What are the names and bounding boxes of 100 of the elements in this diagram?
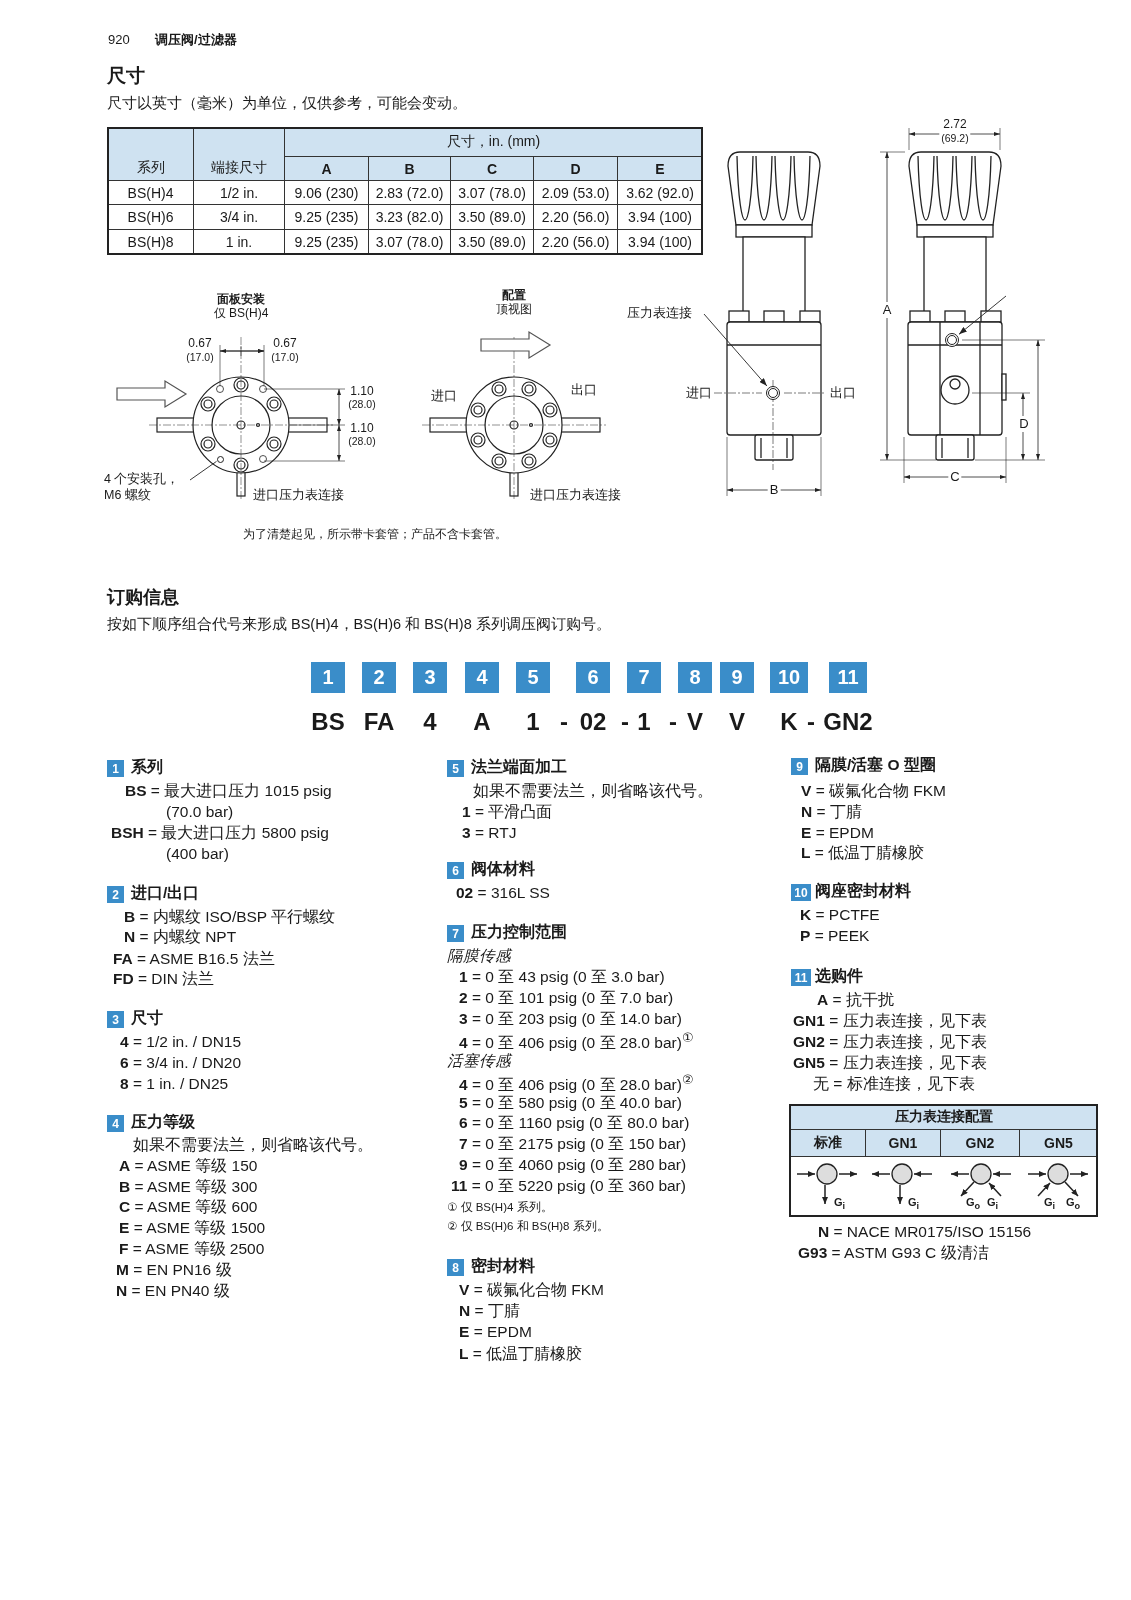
leader-label: 压力表连接 [627,305,702,322]
dimension-value: (69.2) [939,132,971,146]
position-marker: 5 [516,662,550,693]
section-title: 订购信息 [107,586,179,609]
section-number: 2 [107,886,124,903]
dimension-letter: D [1017,416,1031,433]
position-marker: 11 [829,662,867,693]
code-definition: C = ASME 等级 600 [119,1197,258,1217]
port-label: 出口 [571,383,597,399]
header-cell: 压力表连接配置 [789,1104,1098,1130]
section-heading: 阀座密封材料 [815,881,911,901]
section-heading: 选购件 [815,966,863,986]
code-separator: - [560,707,568,737]
dimension-letter: A [880,302,894,319]
position-marker: 10 [770,662,808,693]
footnote: ② 仅 BS(H)6 和 BS(H)8 系列。 [447,1219,609,1234]
code-definition: B = ASME 等级 300 [119,1177,258,1197]
position-marker: 9 [720,662,754,693]
code-definition: 3 = 0 至 203 psig (0 至 14.0 bar) [459,1009,682,1029]
code-definition: 5 = 0 至 580 psig (0 至 40.0 bar) [459,1093,682,1113]
code-definition: 7 = 0 至 2175 psig (0 至 150 bar) [459,1134,687,1154]
code-definition: FD = DIN 法兰 [113,969,215,989]
port-label: G$_{i}$ [1044,1196,1056,1213]
header-cell: GN2 [940,1129,1020,1157]
code-definition: L = 低温丁腈橡胶 [459,1344,583,1364]
code-definition: GN5 = 压力表连接，见下表 [793,1053,987,1073]
dimension-value: 2.72 [943,117,967,132]
header-cell: B [368,156,451,181]
header-cell: C [450,156,534,181]
code-definition: E = EPDM [459,1322,532,1342]
view-title: 配置 [502,288,526,303]
dimension-value: 0.67 [188,336,212,351]
port-label: 进口压力表连接 [253,488,344,504]
code-definition: N = 内螺纹 NPT [124,927,237,947]
section-heading: 压力控制范围 [471,922,567,942]
code-definition: N = 丁腈 [801,802,862,822]
code-definition: B = 内螺纹 ISO/BSP 平行螺纹 [124,907,336,927]
port-label: G$_{i}$ [987,1196,999,1213]
section-number: 5 [447,760,464,777]
position-marker: 7 [627,662,661,693]
description-text: 按如下顺序组合代号来形成 BS(H)4，BS(H)6 和 BS(H)8 系列调压阀订购号。 [107,615,611,634]
section-heading: 系列 [131,757,163,777]
section-number: 4 [107,1115,124,1132]
position-marker: 4 [465,662,499,693]
code-definition: GN2 = 压力表连接，见下表 [793,1032,987,1052]
code-definition: G93 = ASTM G93 C 级清洁 [798,1243,989,1263]
dimension-value: (17.0) [271,351,299,365]
dimension-value: 1.10 [350,384,374,399]
position-marker: 1 [311,662,345,693]
code-definition: 4 = 0 至 406 psig (0 至 28.0 bar)$^{②}$ [459,1072,694,1095]
dimension-value: (17.0) [186,351,214,365]
section-number: 3 [107,1011,124,1028]
port-label: 进口 [686,385,712,402]
code-definition: A = ASME 等级 150 [119,1156,258,1176]
view-subtitle: 顶视图 [496,302,532,317]
section-heading: 压力等级 [131,1112,195,1132]
code-definition: K = PCTFE [800,905,880,925]
running-header: 调压阀/过滤器 [155,32,237,49]
code-letter: V [687,707,703,737]
section-number: 1 [107,760,124,777]
header-cell: D [533,156,618,181]
section-heading: 进口/出口 [131,883,200,903]
code-definition: BSH = 最大进口压力 5800 psig (400 bar) [111,823,330,864]
subheading: 隔膜传感 [447,946,511,966]
code-letter: 4 [423,707,437,737]
section-heading: 阀体材料 [471,859,535,879]
dimension-value: (28.0) [348,398,376,412]
code-letter: V [729,707,745,737]
position-marker: 8 [678,662,712,693]
code-letter: A [473,707,491,737]
code-definition: V = 碳氟化合物 FKM [459,1280,605,1300]
code-definition: A = 抗干扰 [817,990,894,1010]
code-definition: FA = ASME B16.5 法兰 [113,949,275,969]
header-cell: 尺寸，in. (mm) [284,127,703,157]
view-subtitle: 仅 BS(H)4 [213,306,269,321]
leader-label: 4 个安装孔，M6 螺纹 [104,471,188,504]
code-definition: N = EN PN40 级 [116,1281,230,1301]
code-letter: GN2 [823,707,873,737]
port-label: 进口 [431,389,457,405]
code-separator: - [807,707,815,737]
section-heading: 尺寸 [131,1008,163,1028]
code-definition: 3 = RTJ [462,823,517,843]
port-label: G$_{i}$ [834,1196,846,1213]
header-cell: E [617,156,703,181]
section-heading: 密封材料 [471,1256,535,1276]
dimension-value: (28.0) [348,435,376,449]
header-cell: 系列 [107,127,194,181]
subheading: 活塞传感 [447,1051,511,1071]
code-separator: - [669,707,677,737]
code-definition: 2 = 0 至 101 psig (0 至 7.0 bar) [459,988,674,1008]
code-letter: BS [311,707,345,737]
section-number: 9 [791,758,808,775]
code-definition: 4 = 0 至 406 psig (0 至 28.0 bar)$^{①}$ [459,1030,694,1053]
code-definition: L = 低温丁腈橡胶 [801,843,925,863]
view-title: 面板安装 [217,292,265,307]
header-cell: GN5 [1019,1129,1098,1157]
port-label: 出口 [830,385,856,402]
code-letter: FA [363,707,395,737]
code-letter: 1 [526,707,540,737]
code-definition: 如果不需要法兰，则省略该代号。 [473,781,713,801]
